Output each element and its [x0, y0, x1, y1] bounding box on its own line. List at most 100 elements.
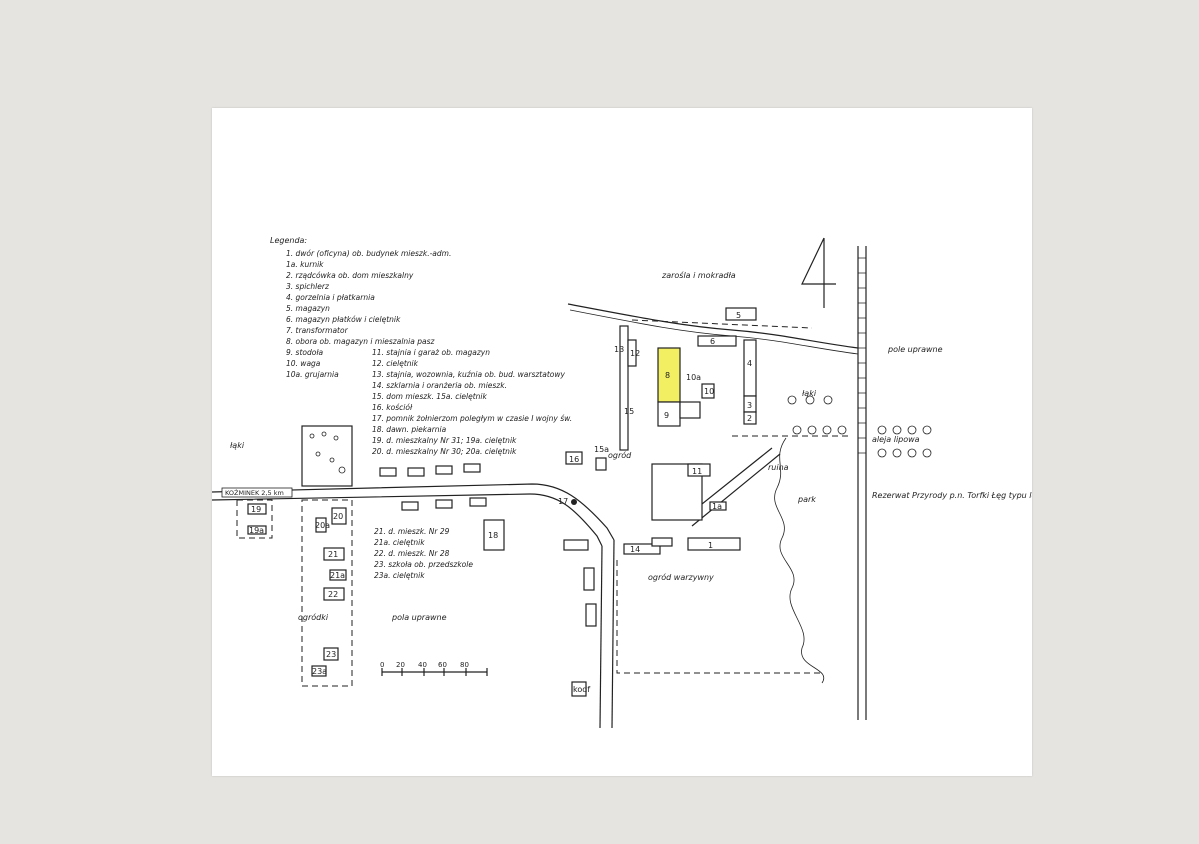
church-square: [301, 425, 353, 487]
house: [435, 499, 453, 509]
legend-item: 5. magazyn: [286, 304, 330, 313]
building-11-label: 11: [692, 467, 702, 476]
allotments-boundary: [301, 499, 353, 687]
alley-trees: [787, 395, 932, 458]
road-sign-label: KOŹMINEK 2,5 km: [225, 488, 284, 497]
building-15a: [595, 457, 607, 471]
label-garden-small: ogród: [608, 450, 632, 460]
legend-item: 15. dom mieszk. 15a. cielętnik: [372, 392, 488, 401]
label-meadow-right: łąki: [802, 389, 817, 398]
label-reeds: zarośla i mokradła: [661, 270, 736, 280]
legend-item: 6. magazyn płatków i cielętnik: [286, 315, 401, 324]
road-sign: [221, 487, 293, 498]
label-park: park: [797, 495, 816, 504]
legend-item: 8. obora ob. magazyn i mieszalnia pasz: [286, 337, 436, 346]
building-kodf: [571, 681, 587, 697]
legend-item: 10. waga: [286, 359, 321, 368]
legend-item: 16. kościół: [372, 403, 413, 412]
building-19a: [247, 525, 267, 535]
building-2: [743, 411, 757, 425]
estate-map: Legenda: 1. dwór (oficyna) ob. budynek m…: [212, 236, 1032, 729]
legend-item: 22. d. mieszk. Nr 28: [374, 549, 450, 558]
building-16-label: 16: [569, 455, 579, 464]
building-18: [483, 519, 505, 551]
legend-item: 11. stajnia i garaż ob. magazyn: [372, 348, 490, 357]
building-5: [725, 307, 757, 321]
building-10-label: 10: [704, 387, 714, 396]
legend-item: 13. stajnia, wozownia, kuźnia ob. bud. w…: [372, 370, 565, 379]
label-vegetable-garden: ogród warzywny: [648, 572, 714, 582]
building-23-label: 23: [326, 650, 336, 659]
building-20-label: 20: [333, 512, 343, 521]
scale-tick-label: 0: [380, 661, 384, 669]
building-20: [331, 507, 347, 525]
building-10: [701, 383, 715, 399]
building-21a-label: 21a: [330, 571, 345, 580]
legend-item: 19. d. mieszkalny Nr 31; 19a. cielętnik: [372, 436, 517, 445]
building-11: [687, 463, 711, 477]
building-17-label: 17: [558, 497, 568, 506]
house: [379, 467, 397, 477]
north-path: [631, 319, 813, 329]
building-12-label: 12: [630, 349, 640, 358]
legend-item: 4. gorzelnia i płatkarnia: [286, 293, 375, 302]
label-meadow-left: łąki: [230, 441, 245, 450]
building-22-label: 22: [328, 590, 338, 599]
building-20a-label: 20a: [315, 521, 330, 530]
building-12: [627, 339, 637, 367]
building-13-label: 13: [614, 345, 624, 354]
label-fields-bottom: pola uprawne: [391, 613, 447, 622]
label-field-right: pole uprawne: [887, 345, 943, 354]
building-6: [697, 335, 737, 347]
house: [463, 463, 481, 473]
building-15-13: [619, 325, 629, 451]
building-14: [623, 543, 661, 555]
building-6-label: 6: [710, 337, 715, 346]
legend-item: 1. dwór (oficyna) ob. budynek mieszk.-ad…: [286, 249, 451, 258]
building-21: [323, 547, 345, 561]
scale-tick-label: 20: [396, 661, 405, 669]
house: [651, 537, 673, 547]
building-9-label: 9: [664, 411, 669, 420]
legend-item: 3. spichlerz: [286, 282, 330, 291]
legend-item: 18. dawn. piekarnia: [372, 425, 447, 434]
building-15-label: 15: [624, 407, 634, 416]
church-trees-icon: [309, 431, 346, 474]
legend-item: 23. szkoła ob. przedszkole: [374, 560, 473, 569]
building-21-label: 21: [328, 550, 338, 559]
building-15a-label: 15a: [594, 445, 609, 454]
building-4-label: 4: [747, 359, 752, 368]
label-allotments: ogródki: [298, 612, 329, 622]
scale-tick-label: 60: [438, 661, 447, 669]
legend-item: 21. d. mieszk. Nr 29: [374, 527, 450, 536]
legend-item: 21a. cielętnik: [374, 538, 425, 547]
legend-title: Legenda:: [270, 236, 307, 245]
building-5-label: 5: [736, 311, 741, 320]
house: [435, 465, 453, 475]
legend: Legenda: 1. dwór (oficyna) ob. budynek m…: [270, 236, 572, 580]
building-8-label: 8: [665, 371, 670, 380]
legend-item: 2. rządcówka ob. dom mieszkalny: [286, 271, 414, 280]
building-10a-label: 10a: [686, 373, 701, 382]
building-1a: [709, 501, 727, 511]
building-10-extra: [679, 401, 701, 419]
building-kodf-label: kodf: [573, 685, 590, 694]
building-20a: [315, 517, 327, 533]
building-18-label: 18: [488, 531, 498, 540]
building-2-label: 2: [747, 414, 752, 423]
label-lime-alley: aleja lipowa: [872, 435, 920, 444]
building-23a: [311, 665, 327, 677]
building-4: [743, 339, 757, 397]
legend-item: 12. cielętnik: [372, 359, 419, 368]
house: [401, 501, 419, 511]
legend-item: 17. pomnik żołnierzom poległym w czasie …: [372, 414, 572, 423]
park-edge: [774, 437, 825, 684]
building-19a-label: 19a: [249, 526, 264, 535]
stream: [567, 303, 859, 349]
building-3-label: 3: [747, 401, 752, 410]
scale-tick-label: 40: [418, 661, 427, 669]
buildings: 8 9 10 10a 13 15 12 6 5 4 3 2 1 11 1a 14…: [247, 307, 757, 697]
main-road: [212, 483, 615, 729]
label-ruin: ruina: [768, 463, 789, 472]
building-23a-label: 23a: [312, 667, 327, 676]
